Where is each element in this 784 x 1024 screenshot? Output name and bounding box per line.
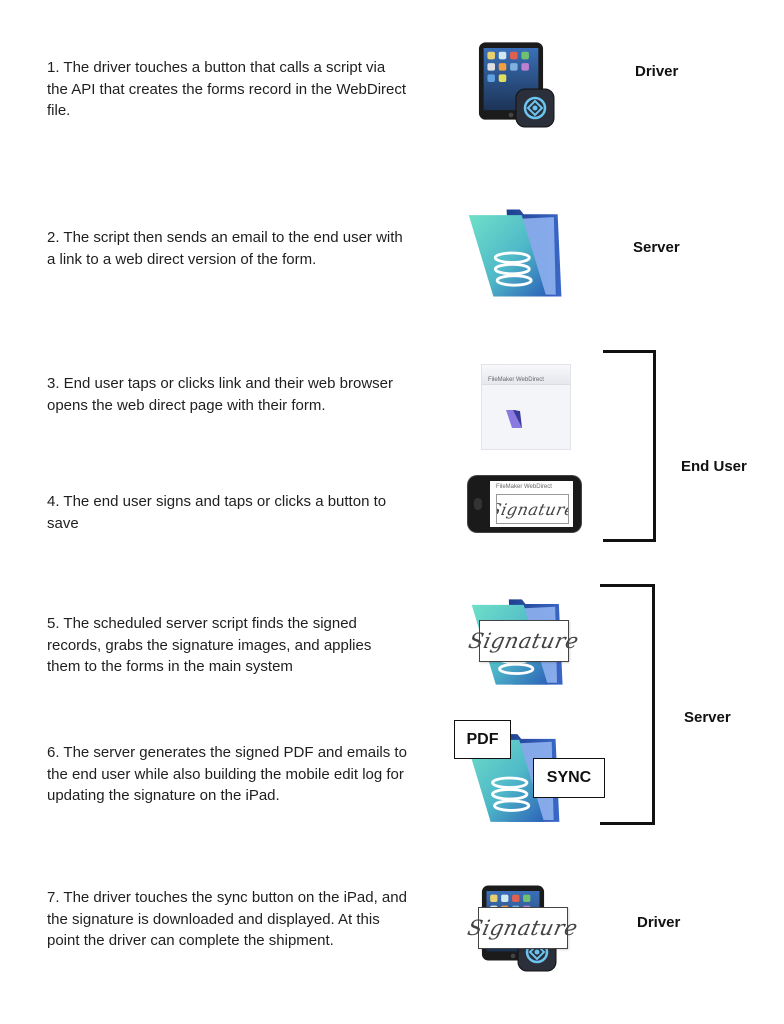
step-3-text: 3. End user taps or clicks link and thei… — [47, 375, 393, 414]
filemaker-go-icon — [515, 88, 555, 128]
role-driver-top: Driver — [635, 63, 679, 80]
step-4-text: 4. The end user signs and taps or clicks… — [47, 493, 387, 532]
step-7-text: 7. The driver touches the sync button on… — [47, 889, 407, 949]
signature-image-5: Signature — [467, 620, 581, 662]
phone-signature-text: Signature — [496, 499, 569, 519]
phone-icon: FileMaker WebDirect Signature — [468, 476, 581, 532]
role-end-user: End User — [681, 458, 747, 475]
signature-image-7: Signature — [466, 907, 580, 949]
filemaker-small-icon — [506, 410, 522, 428]
role-server-group: Server — [684, 709, 731, 726]
pdf-badge: PDF — [454, 720, 511, 759]
step-5-text: 5. The scheduled server script finds the… — [47, 615, 372, 675]
role-driver-bottom: Driver — [637, 914, 681, 931]
sync-badge: SYNC — [533, 758, 605, 798]
step-1-text: 1. The driver touches a button that call… — [47, 59, 407, 119]
step-6-text: 6. The server generates the signed PDF a… — [47, 744, 407, 804]
signature-text-5: Signature — [466, 629, 582, 653]
filemaker-server-icon — [465, 205, 569, 301]
signature-text-7: Signature — [465, 916, 581, 940]
browser-title: FileMaker WebDirect — [488, 377, 544, 383]
end-user-bracket — [603, 350, 656, 542]
server-bracket — [600, 584, 655, 825]
phone-signature-box: Signature — [496, 494, 569, 524]
phone-browser-title: FileMaker WebDirect — [496, 484, 552, 490]
step-2-text: 2. The script then sends an email to the… — [47, 229, 403, 268]
webdirect-browser-icon: FileMaker WebDirect — [481, 364, 571, 450]
role-server-top: Server — [633, 239, 680, 256]
